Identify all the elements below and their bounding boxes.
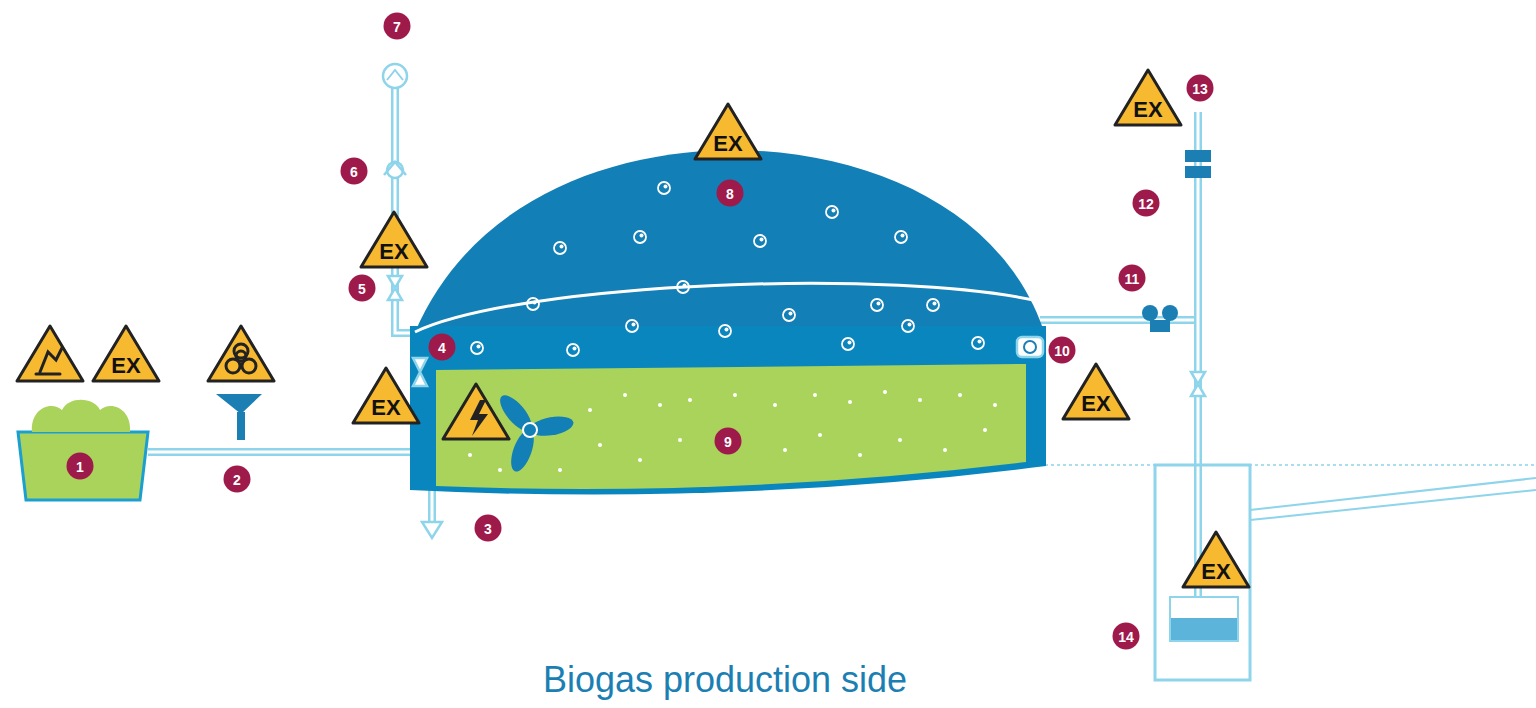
warning-text: EX: [371, 397, 400, 419]
callout-number: 7: [384, 13, 411, 40]
callout-number: 11: [1119, 265, 1146, 292]
callout-number: 8: [717, 180, 744, 207]
callout-number: 12: [1133, 190, 1160, 217]
warning-text: EX: [111, 355, 140, 377]
warning-text: EX: [1081, 393, 1110, 415]
warning-text: EX: [379, 241, 408, 263]
callout-number: 10: [1049, 337, 1076, 364]
callout-number: 9: [715, 428, 742, 455]
caption-text: Biogas production side: [543, 660, 907, 700]
callout-number: 13: [1187, 75, 1214, 102]
callout-number: 4: [429, 334, 456, 361]
warning-text: EX: [1201, 561, 1230, 583]
callout-number: 14: [1113, 623, 1140, 650]
warning-text: EX: [1133, 99, 1162, 121]
callout-number: 2: [224, 466, 251, 493]
callout-number: 6: [341, 158, 368, 185]
warning-text: EX: [713, 133, 742, 155]
callout-number: 1: [67, 453, 94, 480]
callout-number: 3: [475, 515, 502, 542]
callout-number: 5: [349, 275, 376, 302]
